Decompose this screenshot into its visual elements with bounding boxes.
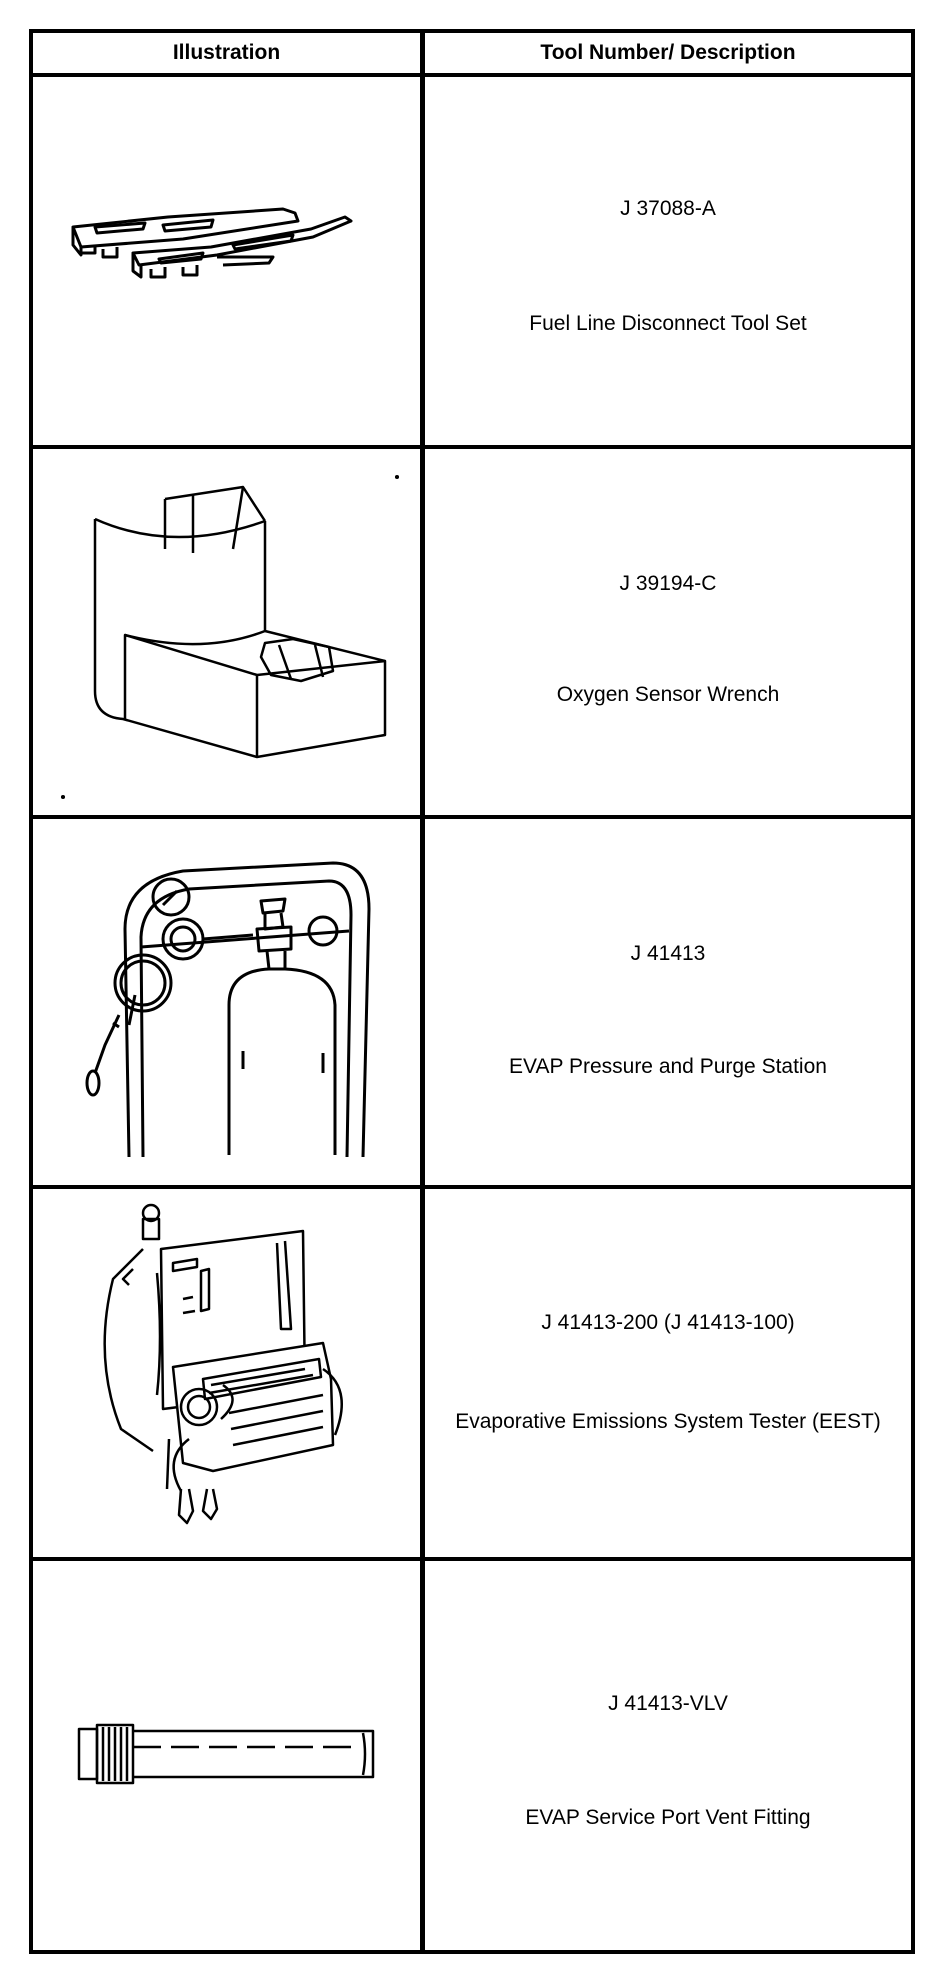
header-tool-number: Tool Number/ Description [540, 41, 796, 64]
row-divider [33, 815, 911, 819]
header-illustration: Illustration [172, 41, 281, 64]
evap-purge-station-icon [33, 819, 420, 1185]
table-row: J 41413-200 (J 41413-100) Evaporative Em… [33, 1189, 911, 1557]
tool-number: J 37088-A [620, 197, 716, 220]
tool-description: EVAP Pressure and Purge Station [509, 1055, 827, 1078]
vent-fitting-icon [33, 1561, 420, 1950]
fuel-line-disconnect-tool-icon [33, 77, 420, 445]
tool-number: J 41413-VLV [608, 1692, 728, 1715]
oxygen-sensor-wrench-icon [33, 449, 420, 815]
tool-description: Evaporative Emissions System Tester (EES… [455, 1410, 881, 1433]
header-divider [33, 73, 911, 77]
tool-number: J 41413 [630, 942, 706, 965]
row-divider [33, 1185, 911, 1189]
table-row: J 41413 EVAP Pressure and Purge Station [33, 819, 911, 1185]
row-divider [33, 445, 911, 449]
tools-table: Illustration Tool Number/ Description [29, 29, 915, 1954]
tool-description: EVAP Service Port Vent Fitting [525, 1806, 811, 1829]
row-divider [33, 1557, 911, 1561]
emissions-tester-icon [33, 1189, 420, 1557]
tool-description: Fuel Line Disconnect Tool Set [529, 312, 807, 335]
tool-number: J 41413-200 (J 41413-100) [541, 1311, 795, 1334]
tool-description: Oxygen Sensor Wrench [556, 683, 780, 706]
table-row: J 37088-A Fuel Line Disconnect Tool Set [33, 77, 911, 445]
column-divider [420, 33, 425, 1950]
table-row: J 41413-VLV EVAP Service Port Vent Fitti… [33, 1561, 911, 1950]
tool-number: J 39194-C [619, 572, 717, 595]
table-row: J 39194-C Oxygen Sensor Wrench [33, 449, 911, 815]
